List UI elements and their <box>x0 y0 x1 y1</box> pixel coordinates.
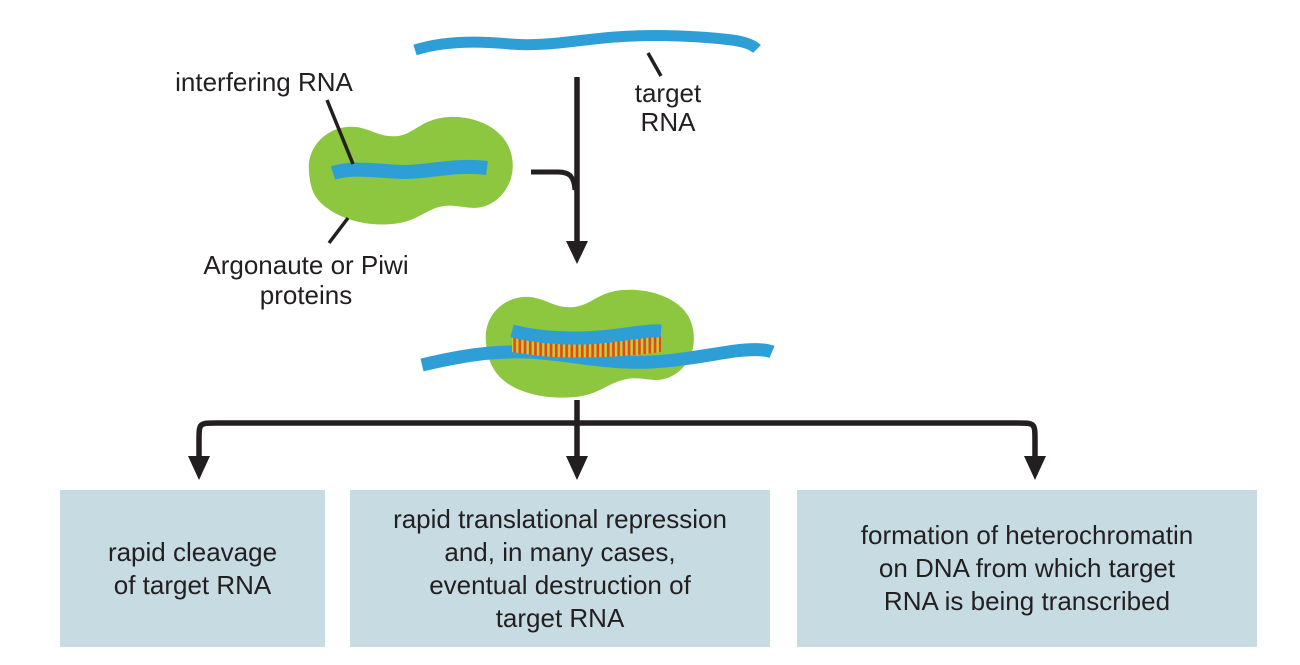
branch-arrow-left-head <box>188 456 210 480</box>
outcome-heterochromatin-line3: RNA is being transcribed <box>883 586 1171 616</box>
complex-interfering-rna-strand <box>510 324 662 345</box>
target-rna-pointer-line <box>646 52 663 77</box>
outcome-repression-line1: rapid translational repression <box>393 503 727 534</box>
outcome-box-repression: rapid translational repression and, in m… <box>350 490 770 647</box>
target-rna-label: target RNA <box>602 79 734 137</box>
base-pairing-hatch <box>512 336 661 358</box>
branch-arrow-right-head <box>1024 456 1046 480</box>
arrow-down-1-head <box>566 241 588 264</box>
outcome-repression-line3: eventual destruction of <box>429 569 691 600</box>
interfering-rna-pointer-line <box>325 99 355 165</box>
outcome-cleavage-line1: rapid cleavage <box>107 536 278 567</box>
interfering-rna-label: interfering RNA <box>175 67 353 97</box>
outcome-box-heterochromatin: formation of heterochromatin on DNA from… <box>797 490 1257 647</box>
argonaute-piwi-label-line2: proteins <box>259 280 353 310</box>
argonaute-piwi-label-line1: Argonaute or Piwi <box>203 250 409 280</box>
target-rna-strand <box>413 30 761 56</box>
outcome-box-cleavage: rapid cleavage of target RNA <box>60 490 325 647</box>
outcome-heterochromatin-line1: formation of heterochromatin <box>860 520 1194 550</box>
argonaute-piwi-label: Argonaute or Piwi proteins <box>168 250 444 310</box>
interfering-rna-strand <box>330 159 488 180</box>
outcome-cleavage-line2: of target RNA <box>113 569 272 600</box>
branch-connector <box>196 420 1038 457</box>
branch-arrow-center-head <box>566 456 588 480</box>
bracket-connector <box>531 169 578 191</box>
target-rna-label-line2: RNA <box>640 107 696 137</box>
target-rna-label-line1: target <box>634 78 702 108</box>
outcome-repression-line4: target RNA <box>495 602 625 633</box>
argonaute-pointer-line <box>327 216 350 245</box>
complex-target-rna-strand <box>420 343 775 372</box>
outcome-repression-line2: and, in many cases, <box>444 536 676 567</box>
outcome-heterochromatin-line2: on DNA from which target <box>878 553 1176 583</box>
